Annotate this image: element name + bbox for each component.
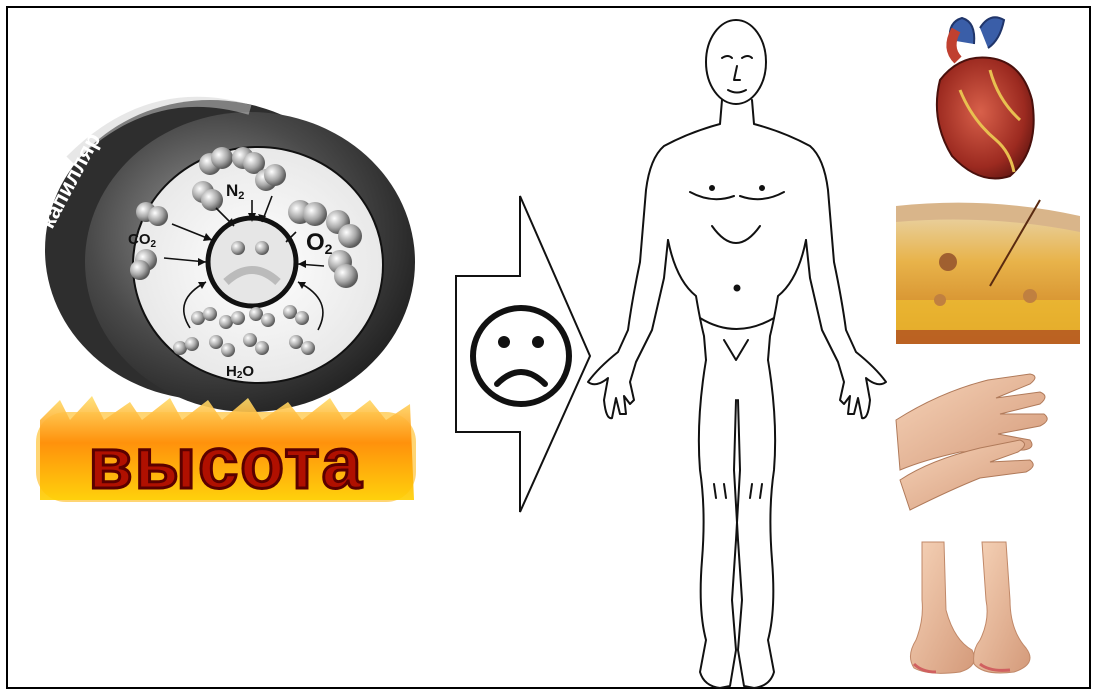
heart-image — [912, 10, 1042, 190]
cell-circle — [208, 218, 296, 306]
transition-arrow — [456, 196, 590, 512]
hands-image — [896, 374, 1047, 510]
skin-cross-section-image — [896, 200, 1080, 344]
feet-image — [910, 542, 1030, 673]
altitude-text: высота — [88, 424, 363, 504]
altitude-fire-text: высота — [36, 396, 416, 504]
sad-face-icon — [473, 308, 569, 404]
capillary-illustration: капилляр — [34, 100, 415, 412]
human-body-figure — [588, 20, 886, 688]
